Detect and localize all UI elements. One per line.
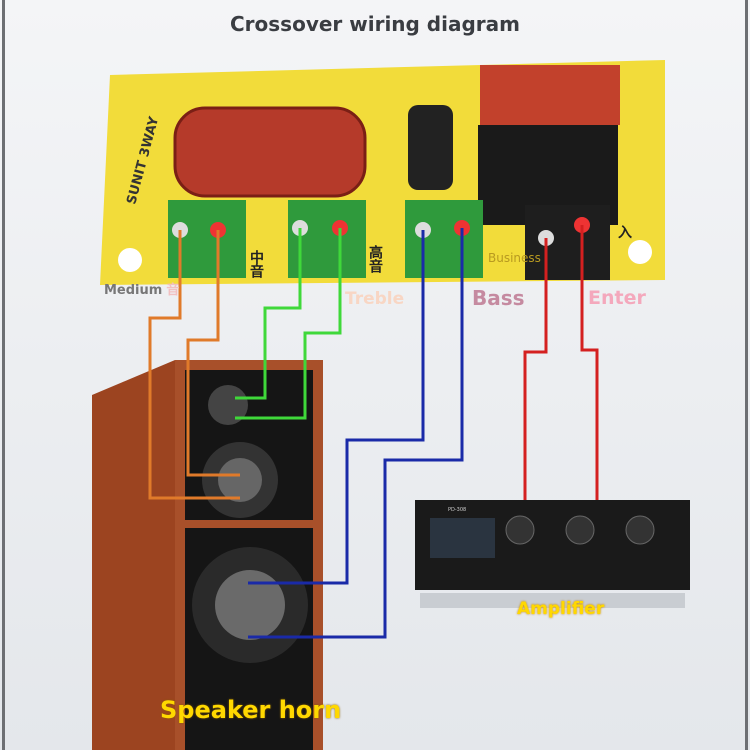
input-wire-positive [580, 225, 599, 500]
amplifier-unit: PD-308 [415, 500, 690, 608]
right-frame [745, 0, 748, 750]
treble-wire-negative [235, 228, 302, 400]
medium-label-text: Medium [104, 283, 163, 298]
treble-label: Treble [345, 289, 405, 309]
enter-label: Enter [588, 287, 646, 309]
amplifier-label: Amplifier [517, 599, 605, 619]
bass-coil [480, 65, 620, 125]
speaker-cabinet [92, 360, 323, 750]
medium-wire-positive [186, 230, 240, 477]
speaker-label: Speaker horn [160, 696, 342, 724]
left-frame [2, 0, 5, 750]
bass-label: Bass [472, 286, 525, 310]
amplifier-model: PD-308 [448, 507, 466, 513]
treble-wire-positive [235, 228, 342, 420]
capacitor [408, 105, 453, 190]
medium-label-chinese: 音 [166, 283, 180, 298]
business-text: Business [488, 251, 541, 265]
mid-coil [175, 108, 365, 196]
tweeter [208, 385, 248, 425]
page-title: Crossover wiring diagram [229, 12, 520, 36]
input-terminal [525, 205, 610, 280]
medium-wire-negative [148, 230, 240, 500]
board-mid-text: 中音 [248, 249, 264, 279]
board-high-text: 高音 [367, 244, 383, 274]
bass-wire-positive [248, 228, 464, 639]
input-wire-negative [523, 238, 548, 500]
bass-wire-negative [248, 230, 425, 585]
board-input-text: 入 [618, 225, 632, 241]
bass-terminal [405, 200, 483, 278]
